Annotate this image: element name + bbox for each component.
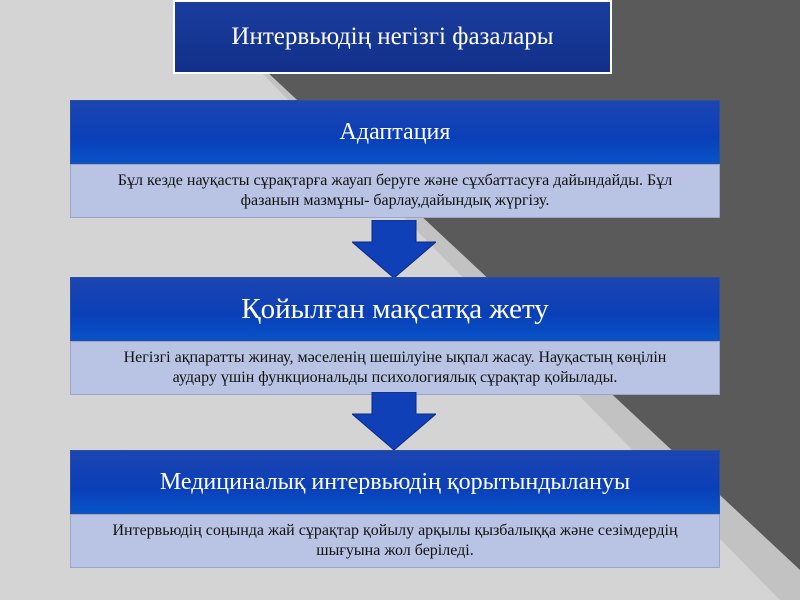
phase-conclusion: Медициналық интервьюдің қорытындылануы И… [70,450,720,568]
phase-goal: Қойылған мақсатқа жету Негізгі ақпаратты… [70,277,720,395]
phase-heading: Қойылған мақсатқа жету [70,277,720,341]
phase-text: Бұл кезде науқасты сұрақтарға жауап беру… [70,164,720,218]
down-arrow-icon [352,220,436,278]
phase-heading: Медициналық интервьюдің қорытындылануы [70,450,720,514]
diagram-title: Интервьюдің негізгі фазалары [173,0,612,74]
phase-heading: Адаптация [70,100,720,164]
down-arrow-icon [352,392,436,450]
phase-adaptation: Адаптация Бұл кезде науқасты сұрақтарға … [70,100,720,218]
phase-text: Интервьюдің соңында жай сұрақтар қойылу … [70,514,720,568]
phase-text: Негізгі ақпаратты жинау, мәселенің шешіл… [70,341,720,395]
